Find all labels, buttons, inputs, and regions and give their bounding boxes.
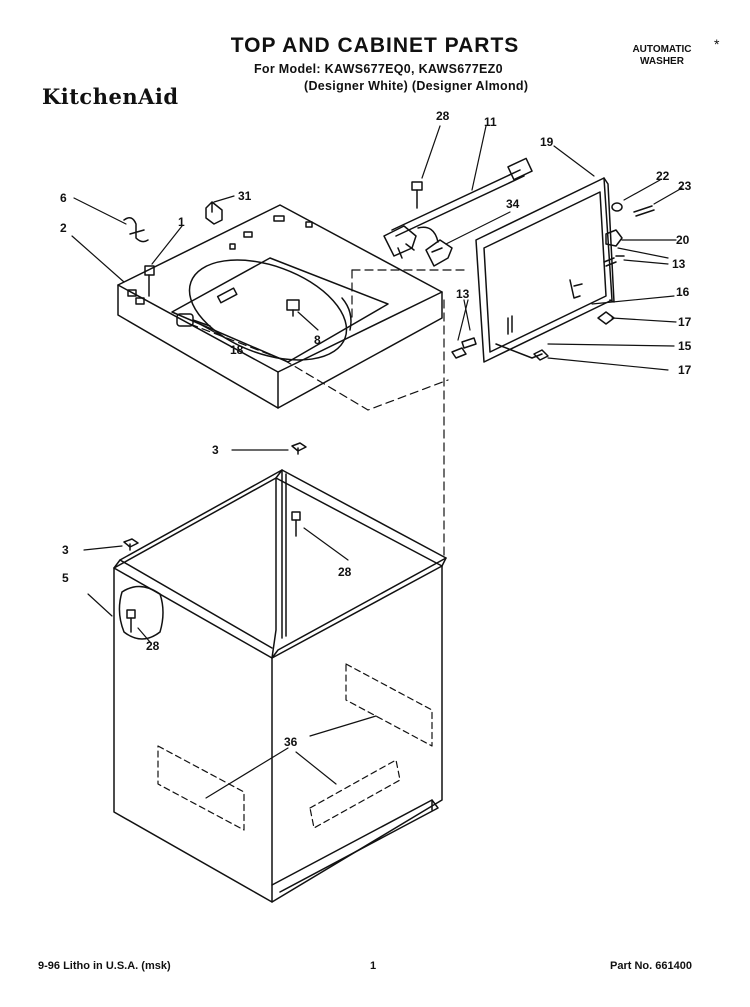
page-number: 1	[370, 960, 377, 972]
callout-28-frame: 28	[338, 565, 352, 579]
callout-22: 22	[656, 169, 670, 183]
cabinet-cutaway	[118, 585, 164, 640]
callout-6: 6	[60, 191, 67, 205]
callout-18: 18	[230, 343, 244, 357]
actuator-part-34	[425, 239, 453, 267]
screw-part-28-frame	[291, 511, 301, 537]
cabinet-part-5	[113, 469, 447, 903]
variants-line: (Designer White) (Designer Almond)	[304, 79, 529, 93]
callout-3-left: 3	[62, 543, 69, 557]
callout-2: 2	[60, 221, 67, 235]
callout-23: 23	[678, 179, 692, 193]
console-panel-part-19	[475, 177, 615, 363]
callout-3-top: 3	[212, 443, 219, 457]
wire-harness-part-11	[383, 157, 533, 259]
pads-part-36	[157, 663, 433, 831]
screw-part-23	[633, 205, 655, 217]
assembly-guide-lines	[189, 269, 467, 561]
callout-8: 8	[314, 333, 321, 347]
screw-part-13-right	[603, 255, 625, 267]
clip-part-3-left	[123, 538, 139, 551]
brand-logo: KitchenAid	[42, 84, 179, 109]
part-number: Part No. 661400	[610, 960, 692, 972]
callout-16: 16	[676, 285, 690, 299]
callout-15: 15	[678, 339, 692, 353]
callout-28-cabinet: 28	[146, 639, 160, 653]
product-type-label: AUTOMATIC WASHER	[612, 44, 712, 68]
hinge-part-18	[176, 313, 211, 327]
callout-17-upper: 17	[678, 315, 692, 329]
callout-31: 31	[238, 189, 252, 203]
product-type-line2: WASHER	[640, 56, 684, 67]
page-title: TOP AND CABINET PARTS	[230, 34, 520, 57]
callout-1: 1	[178, 215, 185, 229]
callout-13-left: 13	[456, 287, 470, 301]
model-line: For Model: KAWS677EQ0, KAWS677EZ0	[254, 62, 503, 76]
screw-part-28-cabinet	[126, 609, 136, 633]
callout-17-lower: 17	[678, 363, 692, 377]
washer-top-panel	[117, 204, 443, 409]
callout-13-right: 13	[672, 257, 686, 271]
callout-34: 34	[506, 197, 520, 211]
bracket-part-16	[569, 279, 583, 299]
callout-20: 20	[676, 233, 690, 247]
screw-part-13-left	[451, 315, 513, 359]
clip-part-3-top	[291, 442, 307, 455]
callout-36: 36	[284, 735, 298, 749]
bumper-part-17-lower	[533, 349, 549, 361]
callout-19: 19	[540, 135, 554, 149]
knob-part-20	[605, 229, 623, 247]
bracket-part-6	[123, 217, 149, 243]
washer-part-22	[611, 202, 623, 212]
callout-5: 5	[62, 571, 69, 585]
print-info: 9-96 Litho in U.S.A. (msk)	[38, 960, 171, 972]
rod-part-15	[495, 343, 543, 359]
screw-part-28-top	[411, 181, 423, 209]
product-type-line1: AUTOMATIC	[632, 44, 692, 55]
leader-lines	[71, 125, 683, 799]
callout-11: 11	[484, 115, 497, 129]
corner-mark: *	[714, 36, 720, 52]
top-fastener-8	[286, 299, 300, 317]
clip-part-31	[205, 201, 223, 225]
callout-28-harness-screw: 28	[436, 109, 450, 123]
